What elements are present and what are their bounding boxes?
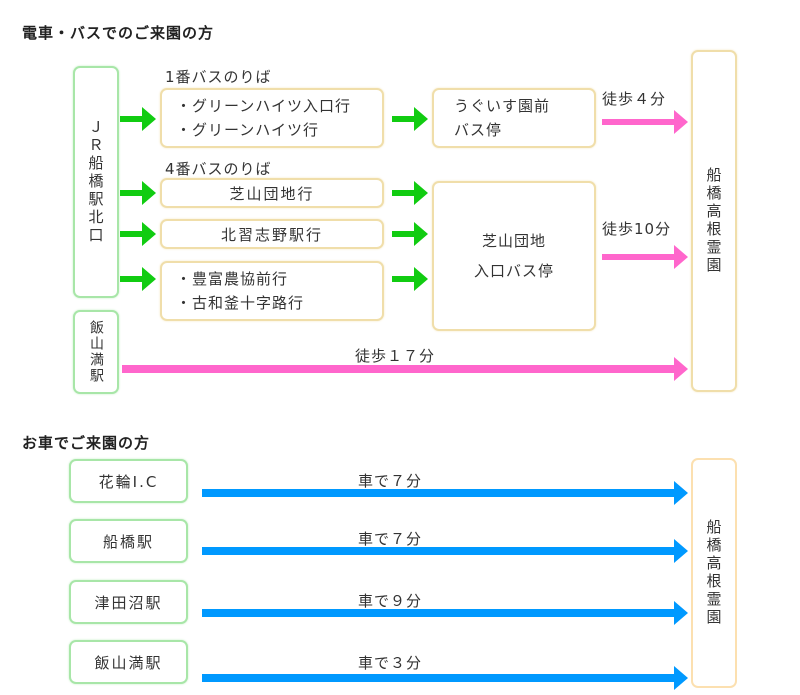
platform4-label: 4番バスのりば [165, 160, 272, 178]
destination-label: 船橋高根霊園 [704, 167, 723, 275]
bus-arrow [392, 267, 428, 291]
platform1-label: 1番バスのりば [165, 68, 272, 86]
origin-jr-label: ＪＲ船橋駅北口 [86, 119, 105, 245]
origin-iiyama: 飯山満駅 [73, 310, 119, 394]
route-shibayama: 芝山団地行 [160, 178, 384, 208]
stop-shibayama-entrance: 芝山団地 入口バス停 [432, 181, 596, 331]
car-origin-label: 飯山満駅 [94, 653, 163, 672]
stop-uguisuen: うぐいす園前 バス停 [432, 88, 596, 148]
car-origin-label: 津田沼駅 [94, 593, 163, 612]
car-origin: 津田沼駅 [69, 580, 188, 624]
stop-line: バス停 [454, 121, 503, 139]
car-time-label: 車で３分 [358, 654, 423, 672]
destination-train: 船橋高根霊園 [691, 50, 737, 392]
stop-line: 入口バス停 [473, 262, 554, 280]
origin-iiyama-label: 飯山満駅 [88, 320, 104, 384]
car-time-label: 車で７分 [358, 472, 423, 490]
walk-arrow [602, 110, 688, 134]
origin-jr-funabashi-north: ＪＲ船橋駅北口 [73, 66, 119, 298]
route-toyotomi: ・豊富農協前行 ・古和釜十字路行 [160, 261, 384, 321]
car-origin-label: 花輪I.C [98, 472, 159, 491]
route-line: ・古和釜十字路行 [176, 294, 305, 312]
car-arrow [202, 601, 688, 625]
car-origin: 花輪I.C [69, 459, 188, 503]
walk-arrow [602, 245, 688, 269]
car-section-heading: お車でご来園の方 [22, 434, 151, 452]
car-origin-label: 船橋駅 [102, 532, 154, 551]
bus-arrow [392, 222, 428, 246]
bus-arrow [120, 181, 156, 205]
car-origin: 飯山満駅 [69, 640, 188, 684]
stop-line: 芝山団地 [481, 232, 546, 250]
route-line: ・豊富農協前行 [176, 270, 289, 288]
car-arrow [202, 539, 688, 563]
route-line: ・グリーンハイツ行 [176, 121, 319, 139]
bus-arrow [120, 222, 156, 246]
route-green-heights: ・グリーンハイツ入口行 ・グリーンハイツ行 [160, 88, 384, 148]
car-arrow [202, 666, 688, 690]
route-kitanarashino-label: 北習志野駅行 [220, 225, 323, 244]
destination-car: 船橋高根霊園 [691, 458, 737, 688]
walk2-label: 徒歩10分 [602, 220, 672, 238]
walk1-label: 徒歩４分 [602, 90, 667, 108]
route-line: ・グリーンハイツ入口行 [176, 97, 351, 115]
route-kitanarashino: 北習志野駅行 [160, 219, 384, 249]
walk3-label: 徒歩１７分 [355, 347, 436, 365]
bus-arrow [392, 107, 428, 131]
bus-arrow [392, 181, 428, 205]
walk-arrow [122, 357, 688, 381]
car-arrow [202, 481, 688, 505]
car-time-label: 車で９分 [358, 592, 423, 610]
route-shibayama-label: 芝山団地行 [229, 184, 315, 203]
car-origin: 船橋駅 [69, 519, 188, 563]
bus-arrow [120, 107, 156, 131]
destination-label: 船橋高根霊園 [704, 519, 723, 627]
car-time-label: 車で７分 [358, 530, 423, 548]
bus-arrow [120, 267, 156, 291]
stop-line: うぐいす園前 [454, 97, 551, 115]
train-section-heading: 電車・バスでのご来園の方 [22, 24, 215, 42]
